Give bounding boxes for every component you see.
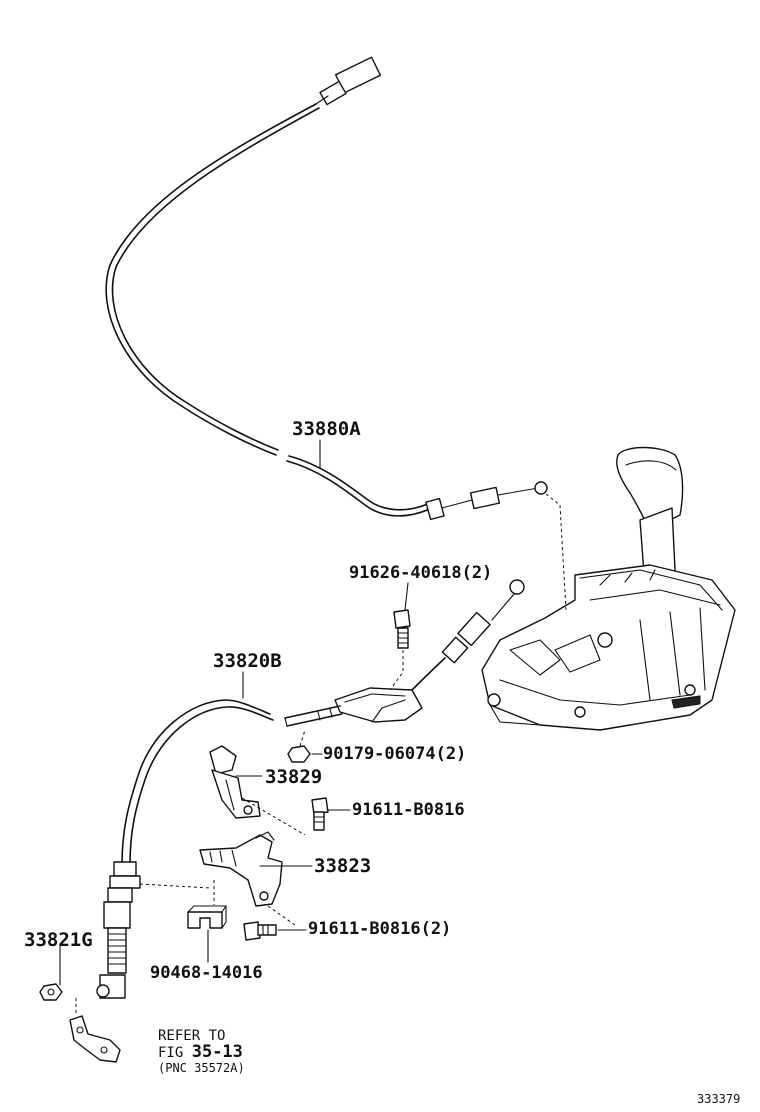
reference-fig-number: 35-13 xyxy=(191,1041,243,1062)
reference-note: REFER TO FIG 35-13 (PNC 35572A) xyxy=(158,1029,245,1074)
leader-lines xyxy=(59,439,409,986)
cable-33880a xyxy=(105,56,548,521)
nut-33821g xyxy=(39,983,63,1001)
label-91611-b0816[interactable]: 91611-B0816 xyxy=(352,800,465,820)
label-33823[interactable]: 33823 xyxy=(314,855,372,877)
label-33821g[interactable]: 33821G xyxy=(24,929,93,951)
cable-33820b xyxy=(96,579,525,999)
lever-bracket-35572a xyxy=(69,1015,121,1063)
label-90179-06074[interactable]: 90179-06074(2) xyxy=(323,744,467,764)
reference-line-1: REFER TO xyxy=(158,1028,226,1044)
bolt-91626 xyxy=(393,609,411,649)
clip-90468 xyxy=(187,905,227,929)
reference-fig-prefix: FIG xyxy=(158,1044,192,1061)
label-33820b[interactable]: 33820B xyxy=(213,650,282,672)
diagram-code: 333379 xyxy=(697,1092,741,1106)
label-91626-40618[interactable]: 91626-40618(2) xyxy=(349,563,493,583)
nut-90179 xyxy=(287,745,311,763)
reference-line-3: (PNC 35572A) xyxy=(158,1060,245,1075)
bracket-33823 xyxy=(199,831,283,907)
reference-line-2[interactable]: FIG 35-13 xyxy=(158,1041,245,1062)
bracket-33829 xyxy=(209,745,261,819)
bolt-91611-2 xyxy=(243,921,277,941)
shift-lever-assembly xyxy=(481,446,736,731)
label-33829[interactable]: 33829 xyxy=(265,766,323,788)
label-33880a[interactable]: 33880A xyxy=(292,418,361,440)
bolt-91611-1 xyxy=(311,797,329,831)
label-90468-14016[interactable]: 90468-14016 xyxy=(150,963,263,983)
label-91611-b0816-2[interactable]: 91611-B0816(2) xyxy=(308,919,452,939)
